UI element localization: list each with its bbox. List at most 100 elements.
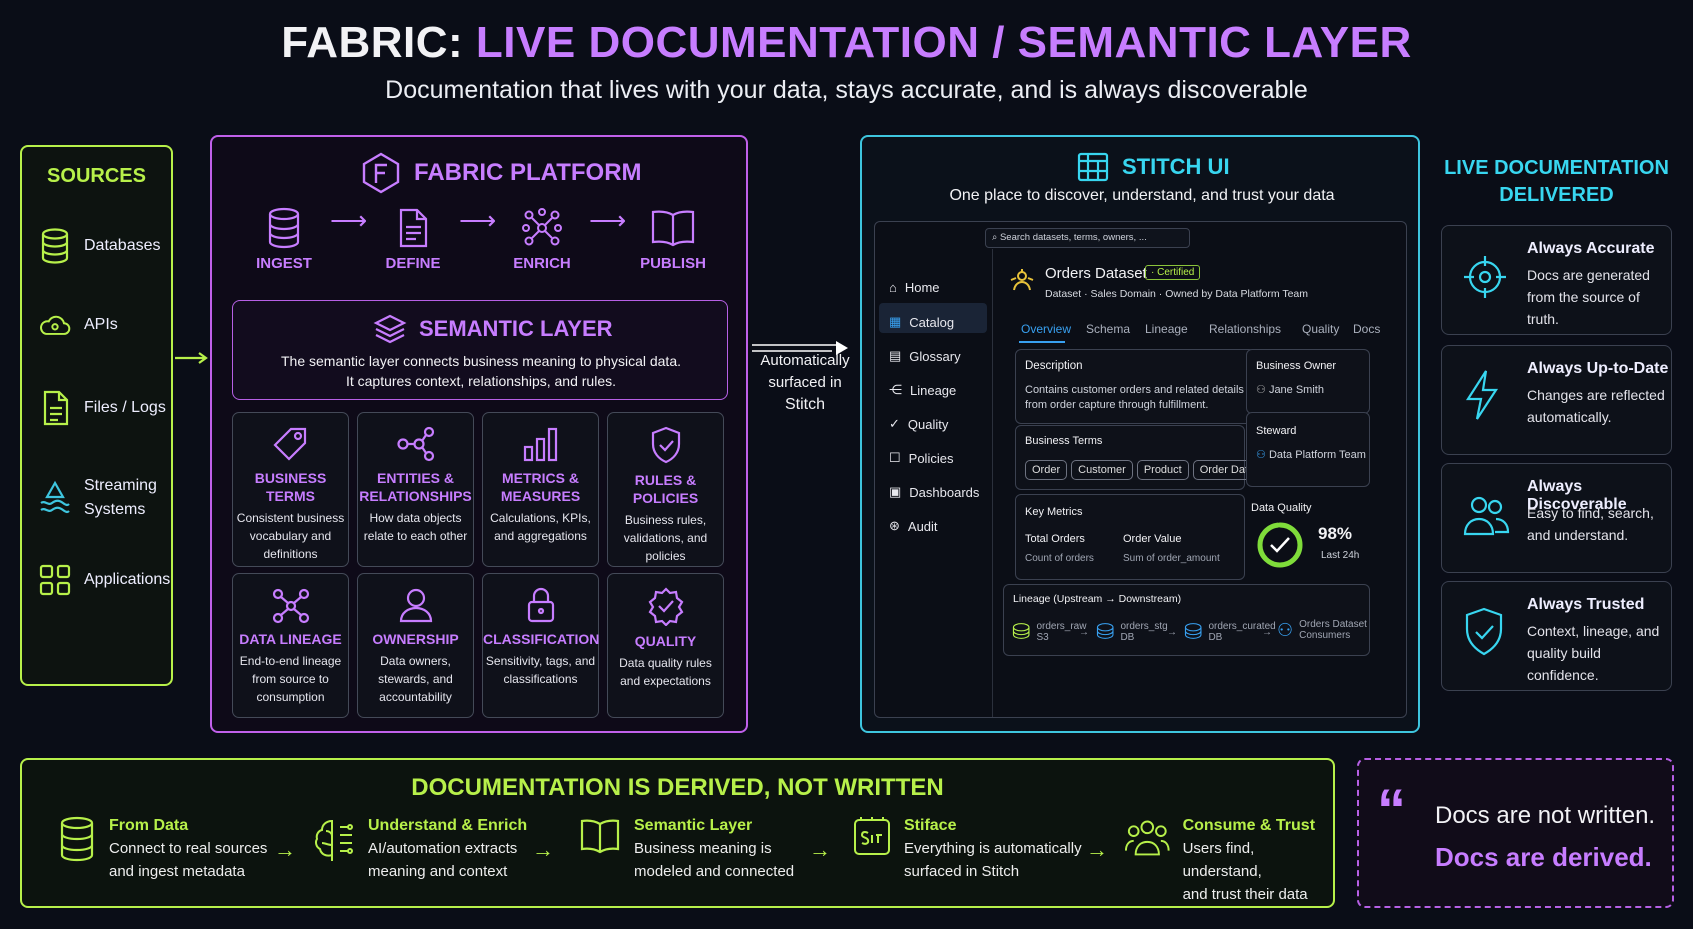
term-chip[interactable]: Order [1025,460,1068,480]
nav-home[interactable]: ⌂Home [889,280,940,295]
table-icon [1077,152,1109,182]
layers-icon [373,314,407,344]
stitch-app-window: ⌕ Search datasets, terms, owners, ... ⌂H… [874,221,1407,718]
lineage-card: Lineage (Upstream → Downstream) ⛁orders_… [1003,584,1370,656]
step-define: DEFINE [368,207,458,272]
tab-lineage[interactable]: Lineage [1145,322,1188,336]
catalog-icon: ▦ [889,314,902,329]
term-chip[interactable]: Product [1136,460,1189,480]
nav-catalog[interactable]: ▦Catalog [889,314,955,330]
nav-policies[interactable]: ☐Policies [889,450,954,466]
source-apis[interactable]: APIs [38,309,118,341]
fabric-to-stitch-arrow [752,341,848,355]
certified-badge: · Certified [1145,265,1201,280]
step-arrow: ⟶ [589,205,627,235]
lightning-icon [1465,370,1499,420]
page-subtitle: Documentation that lives with your data,… [385,76,1308,104]
team-icon: ⚇ [1256,449,1266,461]
tab-docs[interactable]: Docs [1353,322,1381,336]
cloud-icon [40,315,71,335]
quote-box: “ Docs are not written. Docs are derived… [1357,758,1674,908]
tab-relationships[interactable]: Relationships [1209,322,1282,336]
target-icon [1464,256,1506,298]
lineage-arrow: → [1167,627,1177,638]
tag-icon [272,427,306,461]
quality-icon: ✓ [889,416,900,431]
source-applications[interactable]: Applications [38,563,170,597]
quote-line2: Docs are derived. [1435,842,1652,872]
stitch-subtitle: One place to discover, understand, and t… [949,187,1335,204]
sources-title: SOURCES [47,165,146,187]
stitch-header: STITCH UI [1076,151,1230,183]
book-icon [580,819,620,854]
semantic-header: SEMANTIC LAYER [373,313,613,345]
tab-quality[interactable]: Quality [1302,322,1340,336]
source-label: Streaming Systems [84,477,157,518]
step-arrow: ⟶ [459,205,497,235]
audit-icon: ⊛ [889,518,900,533]
quality-value: 98% [1318,524,1353,543]
search-input[interactable]: ⌕ Search datasets, terms, owners, ... [985,228,1190,248]
user-icon: ⚇ [1256,384,1266,396]
source-databases[interactable]: Databases [38,227,161,265]
stream-icon [40,480,70,514]
key-metrics-card: Key Metrics Total Orders Count of orders… [1015,494,1245,580]
data-quality-card: Data Quality 98% Last 24h [1243,494,1370,580]
user-icon [399,588,432,623]
lineage-icon: ⋲ [889,382,902,397]
page-title: FABRIC: LIVE DOCUMENTATION / SEMANTIC LA… [281,18,1412,67]
nav-glossary[interactable]: ▤Glossary [889,348,961,364]
bucket-icon: ⛁ [1012,619,1031,644]
sidebar-active-highlight [879,303,987,333]
business-owner-card: Business Owner ⚇ Jane Smith [1246,349,1370,414]
tab-overview[interactable]: Overview [1021,322,1072,336]
tab-schema[interactable]: Schema [1086,322,1131,336]
source-files-logs[interactable]: Files / Logs [38,389,166,427]
step-ingest: INGEST [239,207,329,272]
source-streaming[interactable]: Streaming Systems [38,474,157,522]
nav-lineage[interactable]: ⋲Lineage [889,382,957,398]
fabric-platform-panel: FABRIC PLATFORM INGEST ⟶ DEFINE ⟶ ENRICH… [210,135,748,733]
sidebar-divider [992,249,993,717]
flow-arrow: → [532,837,554,862]
network-icon [522,208,562,246]
users-icon: ⚇ [1277,619,1294,640]
badge-check-icon [648,587,683,626]
nav-dashboards[interactable]: ▣Dashboards [889,484,980,500]
nav-quality[interactable]: ✓Quality [889,416,949,432]
database-icon: ⛁ [1096,619,1115,644]
term-chip[interactable]: Customer [1071,460,1133,480]
quality-period: Last 24h [1321,550,1360,561]
quote-mark: “ [1377,778,1406,843]
dataset-name: Orders Dataset [1045,265,1147,282]
lineage-arrow: → [1079,627,1089,638]
shield-check-icon [651,426,680,464]
fabric-header: FABRIC PLATFORM [360,151,642,195]
team-icon [1124,820,1170,856]
dashboards-icon: ▣ [889,484,902,499]
nav-audit[interactable]: ⊛Audit [889,518,938,534]
derived-panel: DOCUMENTATION IS DERIVED, NOT WRITTEN Fr… [20,758,1335,908]
database-icon [41,228,69,264]
users-icon [1463,496,1510,536]
sources-panel: SOURCES Databases APIs Files / Logs Stre… [20,145,173,686]
step-publish: PUBLISH [628,207,718,272]
